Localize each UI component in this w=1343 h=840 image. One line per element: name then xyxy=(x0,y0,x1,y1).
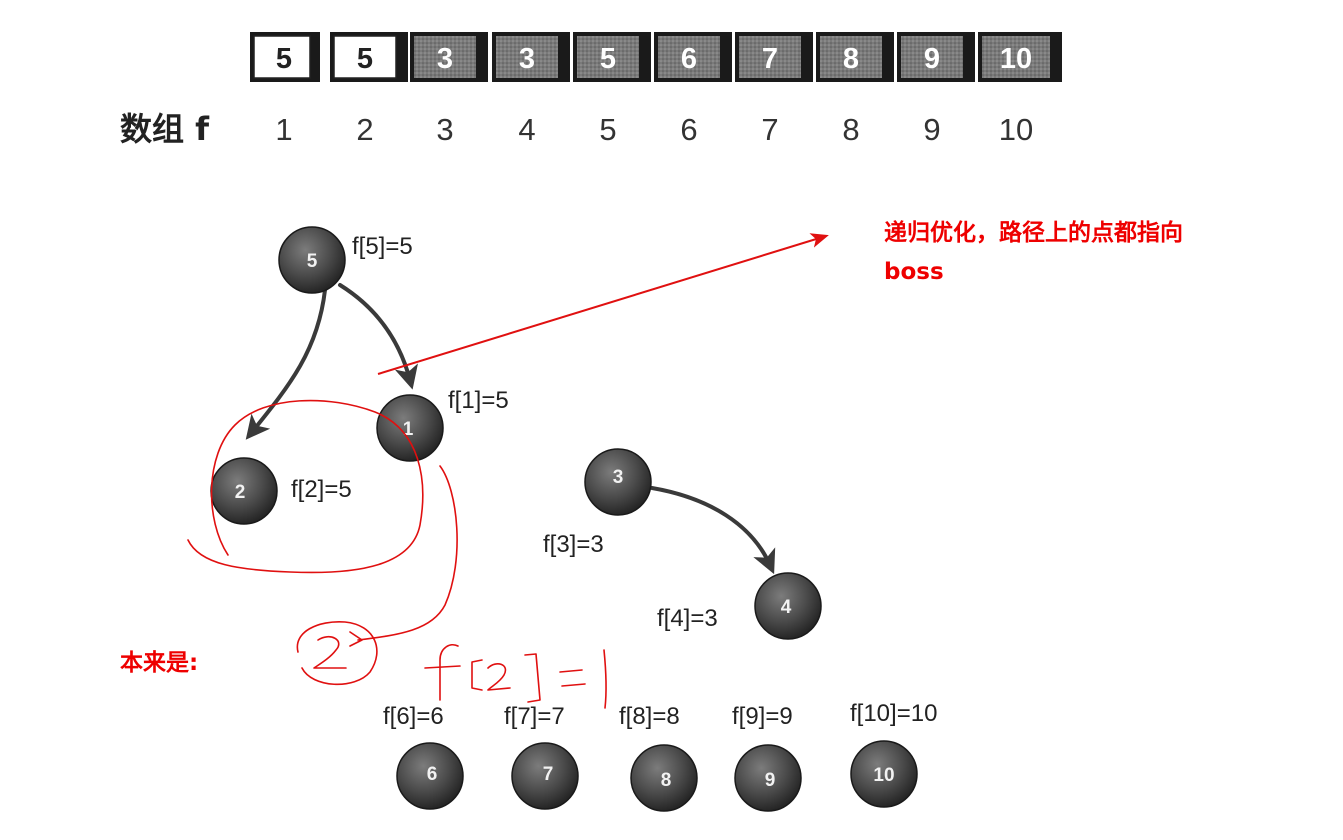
tree-node-8: 8 xyxy=(630,744,698,812)
tree-edges xyxy=(245,283,776,575)
label-f2: f[2]=5 xyxy=(291,476,352,503)
svg-text:9: 9 xyxy=(924,43,940,75)
array-cell: 9 xyxy=(897,32,975,82)
array-cell: 6 xyxy=(654,32,732,82)
array-index: 6 xyxy=(680,112,697,147)
label-f6: f[6]=6 xyxy=(383,703,444,730)
label-f8: f[8]=8 xyxy=(619,703,680,730)
tree-node-3: 3 xyxy=(584,448,652,516)
tree-node-10: 10 xyxy=(850,740,918,808)
node-label: 7 xyxy=(543,764,554,785)
edge-5-to-1 xyxy=(338,283,418,390)
node-label: 8 xyxy=(661,770,672,791)
array-index: 10 xyxy=(999,112,1033,147)
array-cell: 5 xyxy=(573,32,651,82)
label-f1: f[1]=5 xyxy=(448,387,509,414)
svg-text:3: 3 xyxy=(519,43,535,75)
tree-node-4: 4 xyxy=(754,572,822,640)
label-f9: f[9]=9 xyxy=(732,703,793,730)
array-index: 3 xyxy=(436,112,453,147)
node-label: 10 xyxy=(873,765,894,786)
tree-node-7: 7 xyxy=(511,742,579,810)
svg-text:5: 5 xyxy=(600,43,616,75)
label-f3: f[3]=3 xyxy=(543,531,604,558)
array-index: 4 xyxy=(518,112,535,147)
node-label: 6 xyxy=(427,764,438,785)
array-cell: 5 xyxy=(330,32,408,82)
array-cell: 3 xyxy=(492,32,570,82)
array-cell: 7 xyxy=(735,32,813,82)
array-index: 5 xyxy=(599,112,616,147)
annotation-originally: 本来是: xyxy=(120,650,198,676)
array-cell: 10 xyxy=(978,32,1062,82)
array-label: 数组 f xyxy=(120,110,210,148)
tree-node-2: 2 xyxy=(210,457,278,525)
node-label: 4 xyxy=(781,597,792,618)
array-index: 7 xyxy=(761,112,778,147)
annotation-note-line2: boss xyxy=(884,259,944,285)
svg-text:10: 10 xyxy=(1000,43,1032,75)
label-f10: f[10]=10 xyxy=(850,700,937,727)
svg-text:5: 5 xyxy=(276,43,292,75)
edge-3-to-4 xyxy=(650,486,776,575)
edge-5-to-2 xyxy=(245,288,327,440)
node-label: 1 xyxy=(403,419,414,440)
tree-node-6: 6 xyxy=(396,742,464,810)
svg-text:6: 6 xyxy=(681,43,697,75)
handwritten-sketch xyxy=(187,399,607,709)
node-label: 3 xyxy=(613,467,624,488)
array-index: 2 xyxy=(356,112,373,147)
array-cell: 8 xyxy=(816,32,894,82)
svg-text:3: 3 xyxy=(437,43,453,75)
array-indices: 1 2 3 4 5 6 7 8 9 10 xyxy=(275,112,1033,147)
tree-node-1: 1 xyxy=(376,394,444,462)
array-index: 1 xyxy=(275,112,292,147)
node-label: 9 xyxy=(765,770,776,791)
label-f5: f[5]=5 xyxy=(352,233,413,260)
annotation-arrow xyxy=(377,233,829,375)
node-label: 2 xyxy=(235,482,246,503)
svg-text:5: 5 xyxy=(357,43,373,75)
tree-node-5: 5 xyxy=(278,226,346,294)
label-f7: f[7]=7 xyxy=(504,703,565,730)
tree-node-9: 9 xyxy=(734,744,802,812)
array-index: 9 xyxy=(923,112,940,147)
array-cell: 3 xyxy=(410,32,488,82)
node-label: 5 xyxy=(307,251,318,272)
annotation-note-line1: 递归优化，路径上的点都指向 xyxy=(884,219,1183,246)
svg-text:7: 7 xyxy=(762,43,778,75)
label-f4: f[4]=3 xyxy=(657,605,718,632)
svg-text:8: 8 xyxy=(843,43,859,75)
array-cells: 5 5 3 3 5 6 7 xyxy=(250,32,1062,82)
array-cell: 5 xyxy=(250,32,320,82)
array-index: 8 xyxy=(842,112,859,147)
